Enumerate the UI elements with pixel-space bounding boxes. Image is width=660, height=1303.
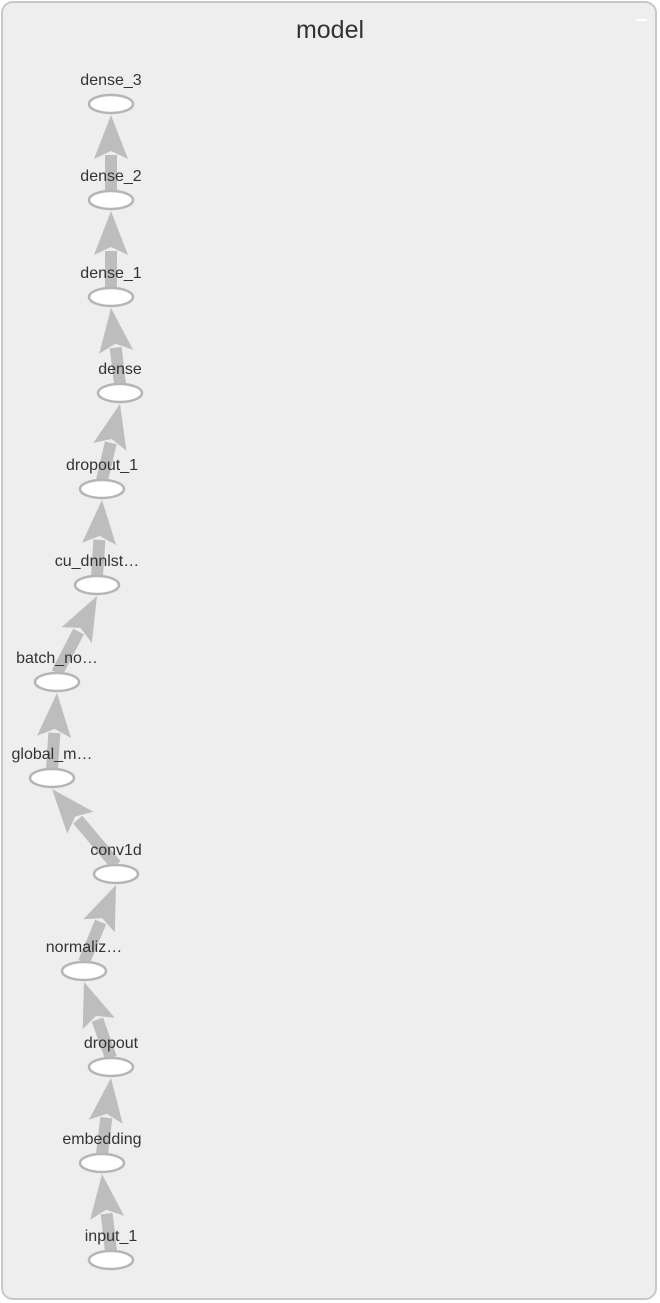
edge-dense_1-dense_2 [94,211,128,288]
edge-line [73,815,121,869]
minus-icon[interactable] [635,18,649,22]
node-embedding[interactable]: embedding [62,1131,142,1174]
node-ellipse[interactable] [87,1056,135,1078]
edge-arrowhead [99,308,134,354]
node-label: conv1d [90,842,142,859]
node-ellipse[interactable] [78,478,126,500]
node-batch_norm[interactable]: batch_no… [16,650,98,693]
node-ellipse[interactable] [60,960,108,982]
edge-arrowhead [94,115,128,159]
node-label: input_1 [85,1228,138,1245]
node-label: dropout_1 [66,457,138,474]
edge-line [109,347,126,385]
node-ellipse[interactable] [92,863,140,885]
node-global_max[interactable]: global_m… [12,746,93,789]
edge-arrowhead [37,693,72,738]
node-label: embedding [62,1131,141,1148]
node-dense_2[interactable]: dense_2 [80,168,142,211]
node-label: cu_dnnlst… [55,553,140,570]
edge-line [78,919,107,965]
node-label: global_m… [12,746,93,763]
node-label: normaliz… [46,939,122,956]
edges-layer [37,115,134,1252]
edge-arrowhead [61,596,97,643]
edge-line [51,628,84,676]
edge-arrowhead [88,1078,123,1124]
edge-arrowhead [90,1174,124,1220]
edge-global_max-batch_norm [37,693,72,770]
node-dropout[interactable]: dropout [84,1035,139,1078]
edge-line [96,441,117,482]
node-label: dense_1 [80,265,141,282]
edge-embedding-dropout [88,1078,123,1155]
node-label: dense_3 [80,72,141,89]
edge-arrowhead [93,404,127,451]
node-dense_3[interactable]: dense_3 [80,72,142,115]
edge-normalization-conv1d [78,885,116,965]
edge-line [46,732,61,770]
edge-line [96,1117,113,1155]
edge-line [91,539,106,577]
edge-batch_norm-cu_dnnlstm [51,596,97,676]
edge-arrowhead [94,211,128,255]
node-dense[interactable]: dense [96,361,144,404]
node-conv1d[interactable]: conv1d [90,842,142,885]
node-ellipse[interactable] [87,189,135,211]
node-label: batch_no… [16,650,98,667]
edge-line [91,1017,117,1061]
node-ellipse[interactable] [28,767,76,789]
edge-arrowhead [82,982,115,1030]
edge-line [100,1213,117,1252]
node-ellipse[interactable] [73,574,121,596]
edge-cu_dnnlstm-dropout_1 [82,500,117,577]
node-ellipse[interactable] [78,1152,126,1174]
edge-dropout-normalization [82,982,117,1061]
node-ellipse[interactable] [96,382,144,404]
node-dropout_1[interactable]: dropout_1 [66,457,138,500]
node-ellipse[interactable] [87,286,135,308]
node-normalization[interactable]: normaliz… [46,939,122,982]
edge-conv1d-global_max [52,789,121,869]
edge-dropout_1-dense [93,404,127,482]
edge-dense_2-dense_3 [94,115,128,191]
node-label: dense_2 [80,168,141,185]
node-ellipse[interactable] [33,671,81,693]
node-ellipse[interactable] [87,93,135,115]
edge-input_1-embedding [90,1174,124,1252]
node-input_1[interactable]: input_1 [85,1228,138,1271]
node-ellipse[interactable] [87,1249,135,1271]
graph-title: model [295,16,365,44]
edge-arrowhead [83,885,116,933]
node-cu_dnnlstm[interactable]: cu_dnnlst… [55,553,140,596]
edge-dense-dense_1 [99,308,134,385]
node-label: dense [98,361,142,378]
node-dense_1[interactable]: dense_1 [80,265,142,308]
edge-arrowhead [52,789,94,834]
edge-arrowhead [82,500,117,545]
node-label: dropout [84,1035,139,1052]
